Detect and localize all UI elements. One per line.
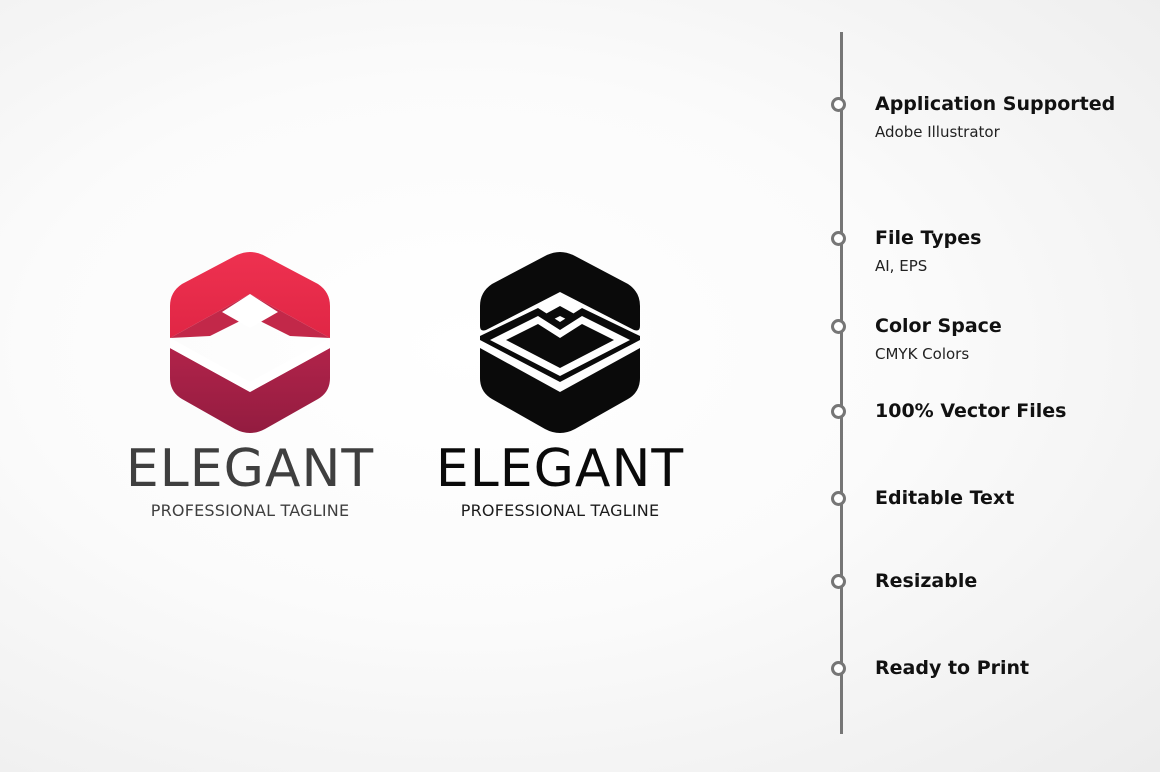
feature-title: 100% Vector Files [875, 400, 1067, 422]
wordmark: ELEGANT [435, 439, 685, 499]
timeline-dot-icon [831, 97, 846, 112]
timeline-dot-icon [831, 319, 846, 334]
feature-title: Application Supported [875, 93, 1116, 115]
logo-black: ELEGANT PROFESSIONAL TAGLINE [420, 240, 700, 530]
feature-subtitle: AI, EPS [875, 257, 928, 275]
feature-title: Color Space [875, 315, 1002, 337]
timeline-dot-icon [831, 491, 846, 506]
timeline-line [840, 32, 843, 734]
tagline: PROFESSIONAL TAGLINE [150, 501, 350, 520]
feature-title: Editable Text [875, 487, 1015, 509]
feature-subtitle: Adobe Illustrator [875, 123, 1000, 141]
feature-title: Resizable [875, 570, 978, 592]
logo-color: ELEGANT PROFESSIONAL TAGLINE [110, 240, 390, 530]
timeline-dot-icon [831, 574, 846, 589]
timeline-dot-icon [831, 661, 846, 676]
feature-subtitle: CMYK Colors [875, 345, 970, 363]
feature-title: Ready to Print [875, 657, 1030, 679]
hexagon-logo-color-icon [170, 252, 330, 433]
tagline: PROFESSIONAL TAGLINE [460, 501, 660, 520]
feature-title: File Types [875, 227, 982, 249]
timeline-dot-icon [831, 404, 846, 419]
wordmark: ELEGANT [125, 439, 375, 499]
hexagon-logo-black-icon [480, 252, 640, 433]
timeline-dot-icon [831, 231, 846, 246]
